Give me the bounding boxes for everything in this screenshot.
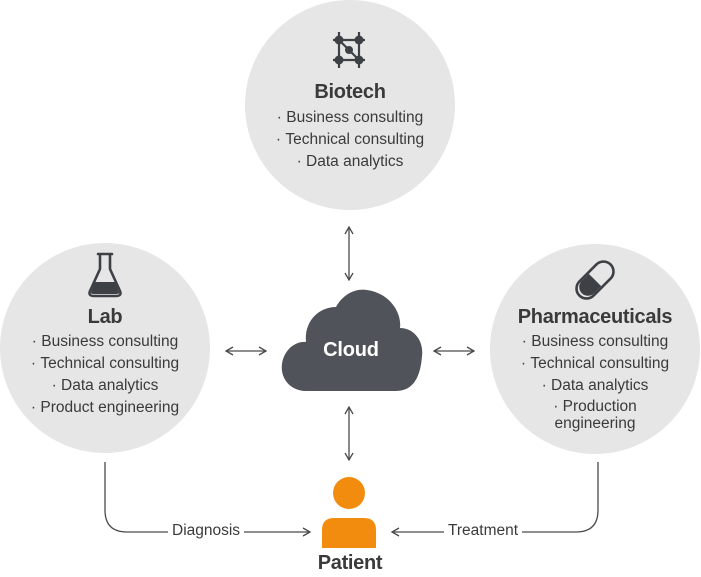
pharmaceuticals-service-list: Business consulting Technical consulting…: [495, 331, 695, 432]
lab-title: Lab: [87, 306, 123, 328]
lab-service-item: Technical consulting: [5, 353, 205, 375]
lab-service-item: Business consulting: [5, 331, 205, 353]
pharmaceuticals-service-item: Business consulting: [495, 331, 695, 353]
treatment-label: Treatment: [444, 522, 523, 540]
capsule-icon: [575, 260, 615, 300]
person-icon: [322, 518, 376, 548]
flask-icon: [88, 252, 122, 298]
molecule-icon: [333, 32, 365, 68]
cloud-icon: [281, 289, 423, 391]
person-head-icon: [333, 477, 365, 509]
biotech-service-item: Business consulting: [250, 107, 450, 129]
lab-service-item: Product engineering: [5, 397, 205, 419]
lab-service-list: Business consulting Technical consulting…: [5, 331, 205, 419]
lab-service-item: Data analytics: [5, 375, 205, 397]
arrow-lab-patient: [104, 462, 312, 537]
biotech-circle: [245, 0, 455, 210]
diagnosis-label: Diagnosis: [168, 522, 245, 540]
biotech-service-item: Technical consulting: [250, 129, 450, 151]
arrow-pharmaceuticals-patient: [390, 462, 599, 537]
biotech-title: Biotech: [314, 81, 386, 103]
pharmaceuticals-service-item: Data analytics: [495, 375, 695, 397]
patient-title: Patient: [317, 552, 383, 574]
biotech-service-item: Data analytics: [250, 151, 450, 173]
pharmaceuticals-service-item: Production engineering: [540, 397, 650, 432]
pharmaceuticals-service-item: Technical consulting: [495, 353, 695, 375]
cloud-title: Cloud: [323, 339, 379, 361]
pharmaceuticals-title: Pharmaceuticals: [517, 306, 673, 328]
biotech-service-list: Business consulting Technical consulting…: [250, 107, 450, 173]
